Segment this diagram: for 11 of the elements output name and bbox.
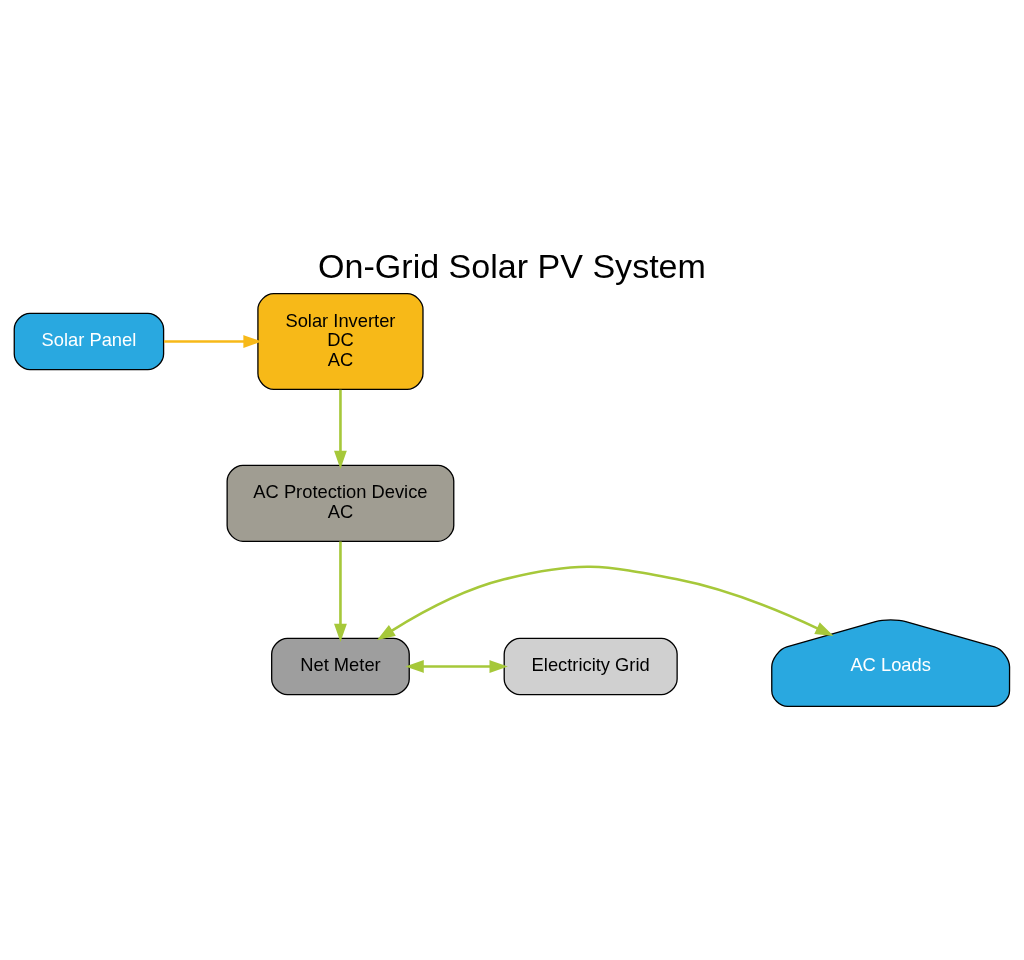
node-box: Solar Panel	[13, 312, 165, 370]
diagram-title: On-Grid Solar PV System	[318, 246, 706, 285]
node-box: Net Meter	[271, 637, 410, 695]
arrow	[376, 565, 834, 640]
arrow	[164, 334, 262, 348]
arrow	[334, 540, 347, 642]
node-box: Solar Inverter DC AC	[257, 292, 424, 390]
arrow	[334, 389, 347, 469]
arrow	[405, 659, 508, 673]
node-box: AC Protection Device AC	[226, 464, 455, 542]
node-box: Electricity Grid	[503, 637, 678, 695]
